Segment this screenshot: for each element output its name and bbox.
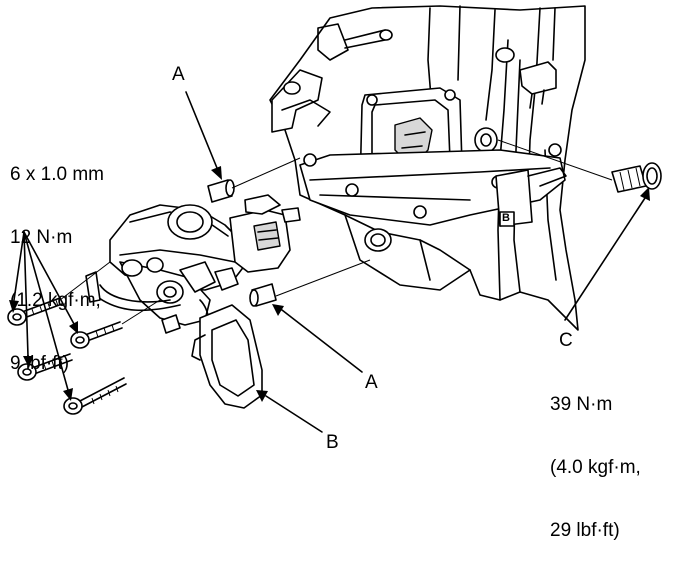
callout-c: C <box>559 330 573 351</box>
shift-actuator-assembly <box>85 194 301 346</box>
transmission-case <box>269 5 586 331</box>
drawing-canvas <box>7 5 662 433</box>
c-torque-lbfft: 29 lbf·ft) <box>550 520 620 541</box>
dowel-pin-top <box>207 179 235 203</box>
bolt-spec-label: 6 x 1.0 mm 12 N·m (1.2 kgf·m, 9 lbf·ft) <box>10 122 104 395</box>
c-torque-kgfm: (4.0 kgf·m, <box>550 457 641 478</box>
alignment-lines <box>59 139 613 325</box>
c-torque-nm: 39 N·m <box>550 394 613 415</box>
small-pin-mid <box>161 314 181 334</box>
callout-a-bottom: A <box>365 372 378 393</box>
dowel-pin-bottom <box>249 283 277 307</box>
bolt-c <box>611 162 662 193</box>
bolt-4 <box>63 377 127 415</box>
c-spec-label: 39 N·m (4.0 kgf·m, 29 lbf·ft) <box>550 352 641 562</box>
bolt-torque-kgfm: (1.2 kgf·m, <box>10 290 101 311</box>
cover-b <box>191 304 263 409</box>
leader-arrows <box>9 91 650 433</box>
bolt-torque-nm: 12 N·m <box>10 227 73 248</box>
callout-a-top: A <box>172 64 185 85</box>
bolt-size: 6 x 1.0 mm <box>10 164 104 185</box>
exploded-assembly-diagram: 6 x 1.0 mm 12 N·m (1.2 kgf·m, 9 lbf·ft) … <box>7 5 662 541</box>
callout-b: B <box>326 432 339 453</box>
bolt-1 <box>7 297 63 326</box>
bolt-2 <box>70 321 123 349</box>
bracket-mark-b: B <box>502 212 510 224</box>
bolt-torque-lbfft: 9 lbf·ft) <box>10 353 70 374</box>
